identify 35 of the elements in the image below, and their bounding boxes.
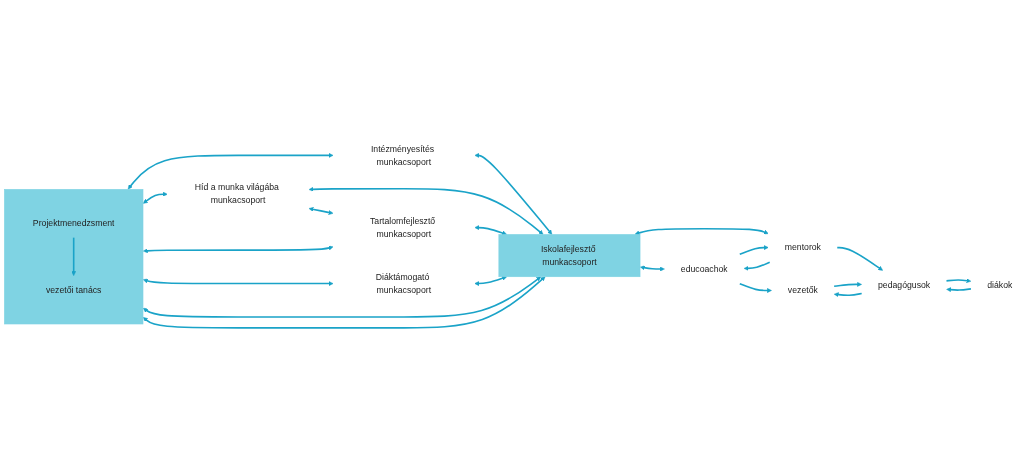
arrow — [946, 287, 972, 293]
node-text: Projektmenedzsment — [32, 218, 115, 228]
arrow — [743, 261, 771, 271]
arrow — [127, 152, 334, 190]
arrow — [142, 276, 546, 329]
arrow — [308, 186, 544, 235]
arrow — [143, 191, 168, 204]
arrow — [945, 278, 972, 284]
node-text: vezetői tanács — [45, 285, 102, 295]
arrow — [833, 292, 863, 297]
arrow — [634, 227, 769, 236]
arrow — [143, 278, 334, 286]
node-text: Híd a munka világába munkacsoport — [194, 182, 279, 206]
node-text: Diáktámogató munkacsoport — [375, 272, 432, 295]
arrow — [474, 152, 553, 235]
arrow — [738, 282, 772, 293]
node-text: pedagógusok — [878, 280, 931, 290]
arrow — [308, 207, 334, 215]
node-box: Iskolafejlesztő munkacsoport — [498, 234, 641, 278]
node-text: educoachok — [680, 264, 728, 274]
arrow — [71, 236, 77, 276]
arrow — [833, 281, 862, 288]
arrow — [143, 245, 334, 254]
arrow — [836, 246, 883, 271]
cluster — [4, 189, 144, 325]
node-text: mentorok — [784, 242, 821, 252]
arrow — [640, 265, 665, 272]
arrow — [738, 245, 769, 256]
node-text: Intézményesítés munkacsoport — [370, 143, 435, 167]
arrow — [474, 275, 507, 286]
node-text: diákok — [987, 280, 1013, 290]
arrow — [143, 276, 542, 318]
node-text: vezetők — [787, 285, 818, 295]
arrow — [474, 225, 507, 236]
node-text: Tartalomfejlesztő munkacsoport — [369, 216, 436, 239]
